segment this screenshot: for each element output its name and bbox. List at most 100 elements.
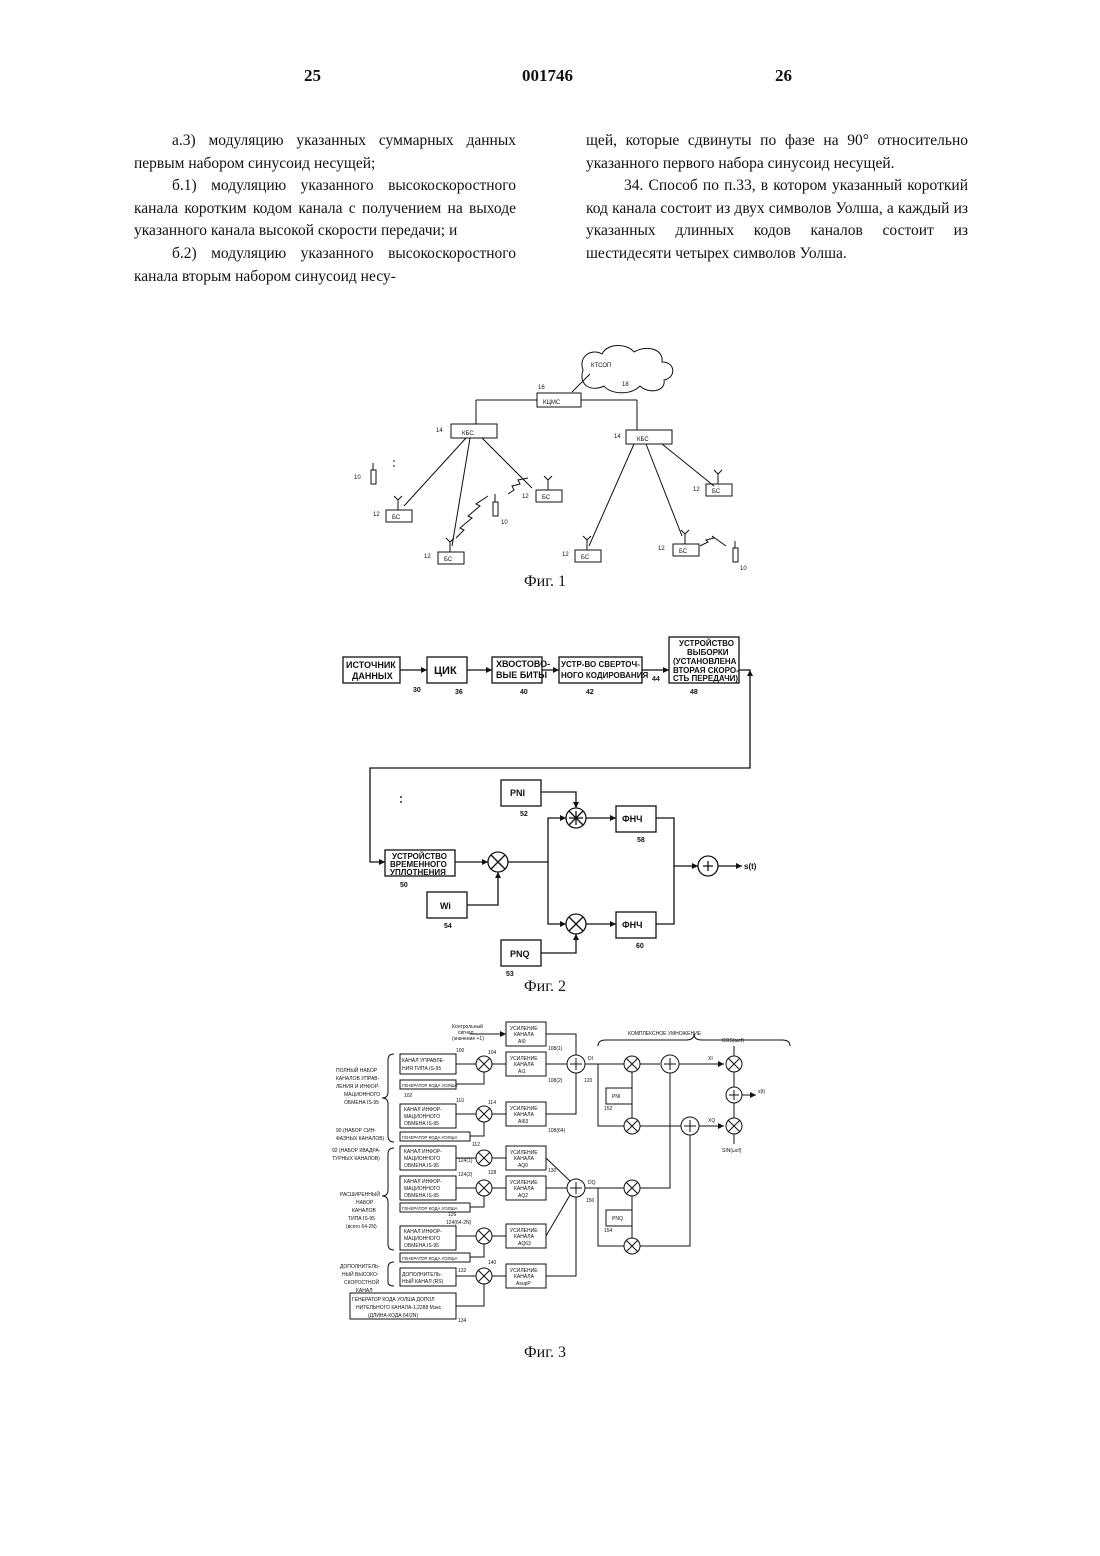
traffic-4-label-3: ОБМЕНА IS-95 (404, 1243, 439, 1249)
ref-114: 114 (488, 1100, 496, 1106)
fig1-ref-14-left: 14 (436, 428, 443, 434)
text-column-left: а.3) модуляцию указанных суммарных данны… (134, 130, 516, 288)
di-label: DI (588, 1056, 593, 1062)
crc-label: ЦИК (434, 665, 457, 677)
cos-label: COS(ωcf) (722, 1038, 744, 1044)
fig1-kbs-label-right: КБС (637, 437, 649, 443)
traffic-3-label-1: КАНАЛ ИНФОР- (404, 1179, 442, 1185)
left-label-4e: (всего 64-2N) (346, 1224, 377, 1230)
fig1-kbs-label-left: КБС (462, 431, 474, 437)
figure-1-caption: Фиг. 1 (524, 573, 566, 591)
xi-label: XI (708, 1056, 713, 1062)
gain-4-label-2: КАНАЛА (514, 1186, 535, 1192)
selector-label-2: ВЫБОРКИ (687, 648, 729, 657)
fig2-ref-48: 48 (690, 689, 698, 696)
traffic-1-label-2: МАЦИОННОГО (404, 1114, 440, 1120)
ref-104: 104 (488, 1050, 497, 1056)
fig2-ref-54: 54 (444, 923, 452, 930)
fig2-ref-58: 58 (637, 837, 645, 844)
ref-132: 132 (458, 1268, 467, 1274)
gain-6-value: AsupP (516, 1281, 531, 1287)
fig2-ref-44: 44 (652, 676, 660, 683)
fig1-ref-14-right: 14 (614, 434, 621, 440)
left-label-2b: ФАЗНЫХ КАНАЛОВ) (336, 1136, 385, 1142)
mobile-3 (733, 548, 738, 562)
fig1-ref-10-2: 10 (501, 520, 508, 526)
st-label: s(t) (758, 1089, 766, 1095)
fig2-ref-53: 53 (506, 971, 514, 978)
fig1-bs-label-6: БС (712, 489, 721, 495)
ref-124-64: 124(64-2N) (446, 1220, 472, 1226)
ref-128: 128 (488, 1170, 497, 1176)
fig1-ref-12-2: 12 (424, 554, 431, 560)
fig2-ref-52: 52 (520, 811, 528, 818)
text-column-right: щей, которые сдвинуты по фазе на 90° отн… (586, 130, 968, 266)
paragraph-b1: б.1) модуляцию указанного высокоскоростн… (134, 175, 516, 243)
figure-2-caption: Фиг. 2 (524, 978, 566, 996)
paragraph-claim-34: 34. Способ по п.33, в котором указанный … (586, 175, 968, 265)
fig2-ref-60: 60 (636, 943, 644, 950)
supp-walsh-label-1: ГЕНЕРАТОР КОДА УОЛША ДОПОЛ (352, 1297, 435, 1303)
tdm-label-3: УПЛОТНЕНИЯ (390, 868, 446, 877)
page-number-right: 26 (775, 66, 792, 86)
gain-0-label-2: КАНАЛА (514, 1032, 535, 1038)
paragraph-a3: а.3) модуляцию указанных суммарных данны… (134, 130, 516, 175)
gain-2-value: AI63 (518, 1119, 529, 1125)
traffic-4-label-2: МАЦИОННОГО (404, 1236, 440, 1242)
supp-walsh-label-2: НИТЕЛЬНОГО КАНАЛА-1,2288 Мэкс (356, 1305, 442, 1311)
ref-112: 112 (472, 1142, 480, 1148)
ref-124-2: 124(2) (458, 1172, 473, 1178)
ref-134: 134 (458, 1318, 467, 1324)
ref-100: 100 (456, 1048, 465, 1054)
left-label-4a: РАСШИРЕННЫЙ (340, 1190, 380, 1198)
ref-154: 154 (604, 1228, 613, 1234)
complex-mult-label: КОМПЛЕКСНОЕ УМНОЖЕНИЕ (628, 1031, 702, 1037)
ref-108-2: 108(2) (548, 1078, 563, 1084)
fig1-bs-label-1: БС (392, 515, 401, 521)
left-label-1b: КАНАЛОВ УПРАВ- (336, 1076, 380, 1082)
fig1-ref-18: 18 (622, 382, 629, 388)
left-label-1a: ПОЛНЫЙ НАБОР (336, 1066, 378, 1074)
lpf-label-q: ФНЧ (622, 920, 643, 930)
fig1-ref-12-3: 12 (522, 494, 529, 500)
lpf-label-i: ФНЧ (622, 814, 643, 824)
ref-108-1: 108(1) (548, 1046, 563, 1052)
xq-label: XQ (708, 1118, 715, 1124)
fig1-ref-12-4: 12 (562, 552, 569, 558)
conv-label-1: УСТР-ВО СВЕРТОЧ- (561, 660, 640, 669)
kbs-box-right (626, 430, 672, 444)
pilot-label-3: (значение +1) (452, 1036, 484, 1042)
pnq-label: PNQ (510, 949, 530, 959)
fig2-ref-30: 30 (413, 687, 421, 694)
gain-3-value: AQ0 (518, 1163, 528, 1169)
fig1-bs-label-5: БС (679, 549, 688, 555)
gain-0-value: AI0 (518, 1039, 526, 1045)
kbs-box-left (451, 424, 497, 438)
figure-3-block-diagram: Контрольный сигнал (значение +1) КОМПЛЕК… (0, 1018, 1100, 1330)
conv-label-2: НОГО КОДИРОВАНИЯ (561, 671, 648, 680)
gain-4-value: AQ2 (518, 1193, 528, 1199)
traffic-3-label-3: ОБМЕНА IS-95 (404, 1193, 439, 1199)
dq-label: DQ (588, 1180, 596, 1186)
source-label-1: ИСТОЧНИК (346, 660, 396, 670)
pnq-box-label: PNQ (612, 1216, 623, 1222)
ref-150: 150 (586, 1198, 595, 1204)
gain-5-label-2: КАНАЛА (514, 1234, 535, 1240)
fig1-ref-10-3: 10 (740, 566, 747, 572)
ref-110: 110 (456, 1098, 464, 1104)
output-label: s(t) (744, 862, 757, 871)
tail-label-1: ХВОСТОВО- (496, 659, 550, 669)
traffic-3-label-2: МАЦИОННОГО (404, 1186, 440, 1192)
traffic-1-label-3: ОБМЕНА IS-95 (404, 1121, 439, 1127)
ref-102: 102 (404, 1093, 413, 1099)
tail-label-2: ВЫЕ БИТЫ (496, 670, 547, 680)
gain-5-value: AQ63 (518, 1241, 531, 1247)
ref-120: 120 (584, 1078, 593, 1084)
gain-3-label-2: КАНАЛА (514, 1156, 535, 1162)
selector-label-3: (УСТАНОВЛЕНА (673, 657, 737, 666)
ref-130: 130 (548, 1168, 557, 1174)
fig2-ref-36: 36 (455, 689, 463, 696)
ctrl-box-label-2: НИЯ ТИПА IS-95 (402, 1066, 441, 1072)
left-label-1e: ОБМЕНА IS-95 (344, 1100, 379, 1106)
walsh-label: Wi (440, 901, 451, 911)
